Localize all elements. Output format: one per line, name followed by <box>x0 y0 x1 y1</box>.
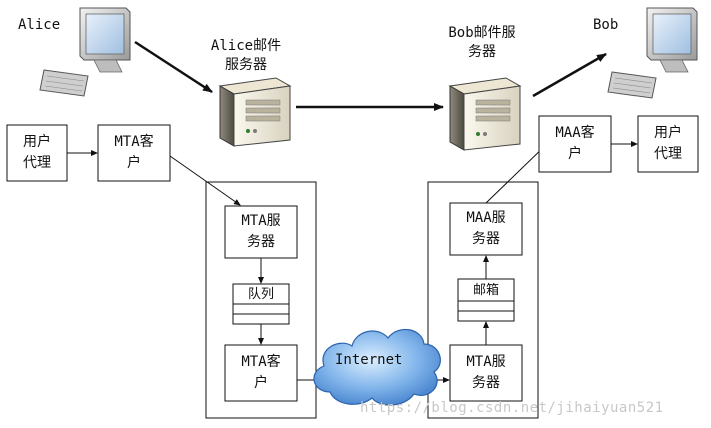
mta-server-box-right <box>449 344 523 402</box>
internet-label: Internet <box>335 352 403 368</box>
user-agent-box-left <box>6 124 68 182</box>
mta-server-left-line1: MTA服 <box>241 213 281 229</box>
alice-label: Alice <box>18 17 61 33</box>
user-agent-label-right: 用户代理 <box>638 116 698 172</box>
maa-server-box <box>449 202 523 256</box>
mta-server-right-label: MTA服务器 <box>450 345 522 401</box>
alice-server-label: Alice邮件 服务器 <box>196 37 296 75</box>
mta-server-box-left <box>224 205 298 259</box>
user-agent-right-line1: 用户 <box>654 125 682 141</box>
maa-client-label: MAA客户 <box>539 116 611 172</box>
server-icon <box>448 77 522 151</box>
queue-label: 队列 <box>247 286 274 302</box>
cloud-icon <box>313 328 441 406</box>
mta-client-bottom-line2: 户 <box>253 375 268 391</box>
mta-client-box-bottom <box>224 344 298 402</box>
computer-icon <box>39 7 131 97</box>
mta-client-bottom-label: MTA客户 <box>225 345 297 401</box>
alice-server-label-line1: Alice邮件 <box>210 38 282 54</box>
maa-client-line2: 户 <box>567 146 582 162</box>
arrow-server-to-bob <box>532 52 607 98</box>
alice-server-label-line2: 服务器 <box>225 57 267 73</box>
maa-server-line2: 务器 <box>471 231 500 247</box>
maa-client-box <box>538 115 612 173</box>
bob-server-label: Bob邮件服 务器 <box>432 24 532 62</box>
maa-server-label: MAA服务器 <box>450 203 522 255</box>
mta-client-top-label: MTA客户 <box>98 125 170 181</box>
mta-server-right-line2: 务器 <box>471 375 500 391</box>
mta-client-bottom-line1: MTA客 <box>241 354 281 370</box>
maa-server-line1: MAA服 <box>466 210 506 226</box>
user-agent-left-line1: 用户 <box>23 134 51 150</box>
mta-server-left-label: MTA服务器 <box>225 206 297 258</box>
server-icon <box>218 77 292 147</box>
arrow-alice-to-server <box>134 40 213 94</box>
maa-client-line1: MAA客 <box>555 125 595 141</box>
user-agent-box-right <box>637 115 699 173</box>
user-agent-right-line2: 代理 <box>654 146 682 162</box>
bob-server-label-line2: 务器 <box>468 44 496 60</box>
mta-client-box-top <box>97 124 171 182</box>
mta-client-top-line2: 户 <box>126 155 141 171</box>
mta-server-left-line2: 务器 <box>246 234 275 250</box>
watermark: https://blog.csdn.net/jihaiyuan521 <box>360 400 664 416</box>
arrow-mta-client-to-container <box>169 155 241 206</box>
arrow-maa-to-client <box>485 142 549 204</box>
bob-server-label-line1: Bob邮件服 <box>448 25 516 41</box>
bob-label: Bob <box>593 17 619 33</box>
computer-icon <box>607 7 698 99</box>
mta-client-top-line1: MTA客 <box>114 134 154 150</box>
mta-server-right-line1: MTA服 <box>466 354 506 370</box>
mailbox-label: 邮箱 <box>472 282 499 298</box>
user-agent-left-line2: 代理 <box>23 155 51 171</box>
user-agent-label-left: 用户代理 <box>7 125 67 181</box>
